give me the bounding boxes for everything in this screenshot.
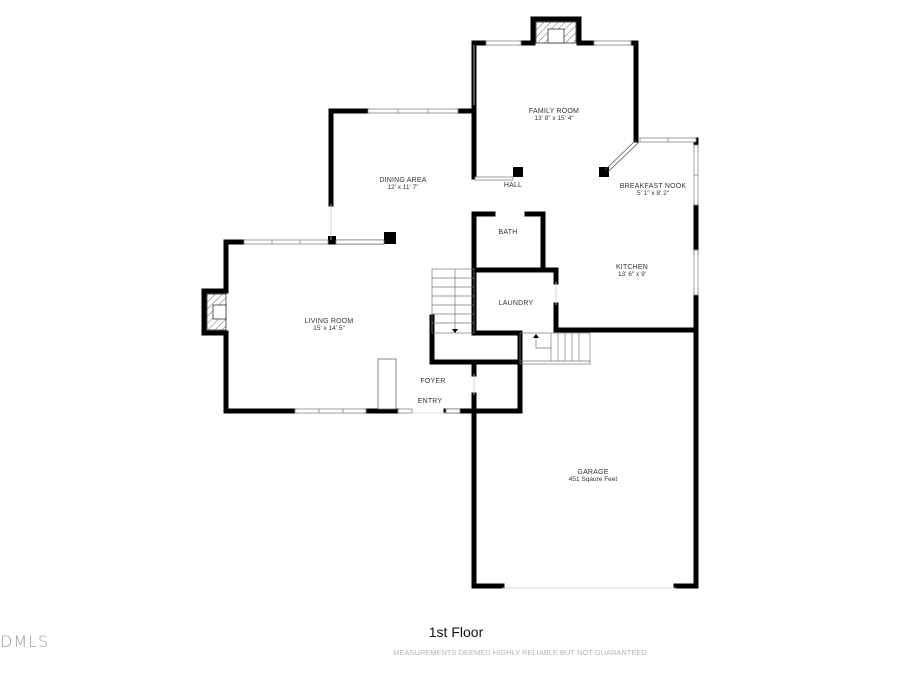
closet xyxy=(377,358,397,410)
stairs-down-arrow-icon xyxy=(452,329,458,333)
room-label-laundry: LAUNDRY xyxy=(499,300,534,307)
openings xyxy=(330,45,676,589)
room-dimensions: 451 Sqaure Feet xyxy=(568,476,618,483)
windows xyxy=(243,40,699,414)
room-label-dining-area: DINING AREA 12' x 11' 7" xyxy=(379,177,426,191)
floor-title: 1st Floor xyxy=(428,624,484,640)
fireplace-family-room xyxy=(535,21,577,44)
room-dimensions: 15' x 14' 5" xyxy=(313,325,345,332)
room-dimensions: 13' 6" x 9' xyxy=(618,271,646,278)
room-name: KITCHEN xyxy=(615,264,649,271)
stairs-left xyxy=(431,268,475,334)
fireplace-living-room xyxy=(206,293,227,331)
room-name: FAMILY ROOM xyxy=(528,108,580,115)
room-label-foyer: FOYER xyxy=(420,378,445,385)
room-name: ENTRY xyxy=(417,398,443,405)
room-name: FOYER xyxy=(420,378,446,385)
room-name: LIVING ROOM xyxy=(304,318,354,325)
stairs-up-arrow-icon xyxy=(533,334,539,338)
room-dimensions: 13' 8" x 15' 4" xyxy=(534,115,574,122)
room-label-entry: ENTRY xyxy=(418,398,443,405)
room-label-garage: GARAGE 451 Sqaure Feet xyxy=(569,469,617,483)
stairs-right xyxy=(519,332,591,365)
disclaimer: MEASUREMENTS DEEMED HIGHLY RELIABLE BUT … xyxy=(393,648,647,657)
room-dimensions: 5' 1" x 8' 2" xyxy=(636,190,670,197)
walls xyxy=(201,16,699,589)
room-dimensions: 12' x 11' 7" xyxy=(387,184,419,191)
room-label-bath: BATH xyxy=(499,229,518,236)
room-name: BREAKFAST NOOK xyxy=(619,183,687,190)
pillars xyxy=(328,167,609,244)
room-label-hall: HALL xyxy=(504,182,522,189)
room-name: GARAGE xyxy=(577,469,609,476)
room-label-breakfast-nook: BREAKFAST NOOK 5' 1" x 8' 2" xyxy=(620,183,686,197)
room-name: BATH xyxy=(498,229,518,236)
room-label-family-room: FAMILY ROOM 13' 8" x 15' 4" xyxy=(529,108,579,122)
watermark-logo: DMLS xyxy=(0,632,50,651)
room-name: HALL xyxy=(503,182,523,189)
room-name: DINING AREA xyxy=(379,177,427,184)
bay-window-diagonal xyxy=(604,139,640,173)
room-label-living-room: LIVING ROOM 15' x 14' 5" xyxy=(305,318,354,332)
room-label-kitchen: KITCHEN 13' 6" x 9' xyxy=(616,264,648,278)
room-name: LAUNDRY xyxy=(498,300,534,307)
